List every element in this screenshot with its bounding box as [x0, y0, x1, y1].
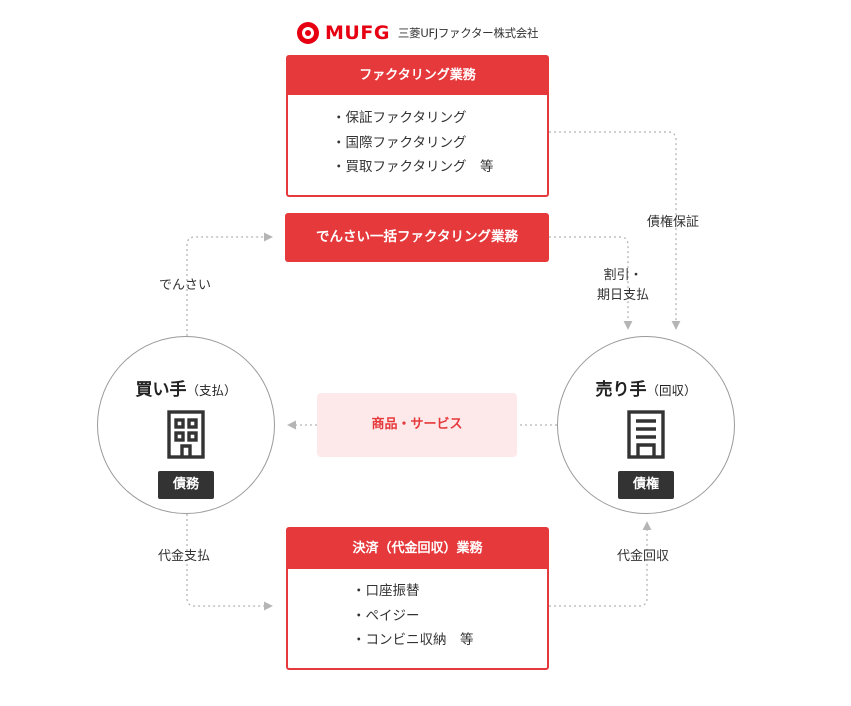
connector-buyer-to-settlement	[186, 514, 273, 611]
office-building-icon	[167, 410, 205, 459]
settlement-service-title: 決済（代金回収）業務	[288, 529, 547, 569]
buyer-node: 買い手（支払） 債務	[97, 336, 275, 514]
connector-settlement-to-seller	[549, 521, 652, 607]
list-item: 国際ファクタリング	[332, 131, 547, 156]
connector-buyer-to-densai	[186, 232, 273, 336]
list-item: コンビニ収納 等	[352, 628, 547, 653]
buyer-role: （支払）	[186, 383, 237, 398]
list-item: 口座振替	[352, 579, 547, 604]
flow-label-densai: でんさい	[159, 278, 212, 293]
list-item: ペイジー	[352, 604, 547, 629]
flow-label-discount-line1: 割引・	[603, 268, 643, 283]
mufg-logo-mark-icon	[297, 22, 319, 44]
flow-label-discount-line2: 期日支払	[596, 288, 649, 303]
flow-label-collection: 代金回収	[617, 549, 670, 564]
storefront-building-icon	[627, 410, 665, 459]
receivable-badge: 債権	[618, 471, 674, 499]
logo-brand: MUFG	[325, 22, 390, 44]
seller-title: 売り手（回収）	[558, 375, 734, 400]
mufg-logo: MUFG 三菱UFJファクター株式会社	[297, 20, 538, 46]
flow-label-discount: 割引・ 期日支払	[590, 266, 656, 306]
factoring-service-list: 保証ファクタリング 国際ファクタリング 買取ファクタリング 等	[288, 95, 547, 180]
seller-node: 売り手（回収） 債権	[557, 336, 735, 514]
seller-name: 売り手	[595, 380, 647, 400]
settlement-service-box: 決済（代金回収）業務 口座振替 ペイジー コンビニ収納 等	[286, 527, 549, 670]
buyer-title: 買い手（支払）	[98, 375, 274, 400]
buyer-name: 買い手	[135, 380, 187, 400]
factoring-service-title: ファクタリング業務	[288, 57, 547, 95]
list-item: 保証ファクタリング	[332, 106, 547, 131]
list-item: 買取ファクタリング 等	[332, 155, 547, 180]
flow-label-guarantee: 債権保証	[647, 215, 700, 230]
densai-factoring-box: でんさい一括ファクタリング業務	[285, 213, 549, 262]
flow-label-payment: 代金支払	[158, 549, 211, 564]
settlement-service-list: 口座振替 ペイジー コンビニ収納 等	[288, 569, 547, 653]
connector-densai-to-seller	[549, 236, 633, 330]
debt-badge: 債務	[158, 471, 214, 499]
logo-company-name: 三菱UFJファクター株式会社	[397, 26, 539, 40]
goods-services-box: 商品・サービス	[317, 393, 517, 457]
connector-factoring-to-seller	[549, 131, 681, 330]
factoring-service-box: ファクタリング業務 保証ファクタリング 国際ファクタリング 買取ファクタリング …	[286, 55, 549, 197]
seller-role: （回収）	[646, 383, 697, 398]
